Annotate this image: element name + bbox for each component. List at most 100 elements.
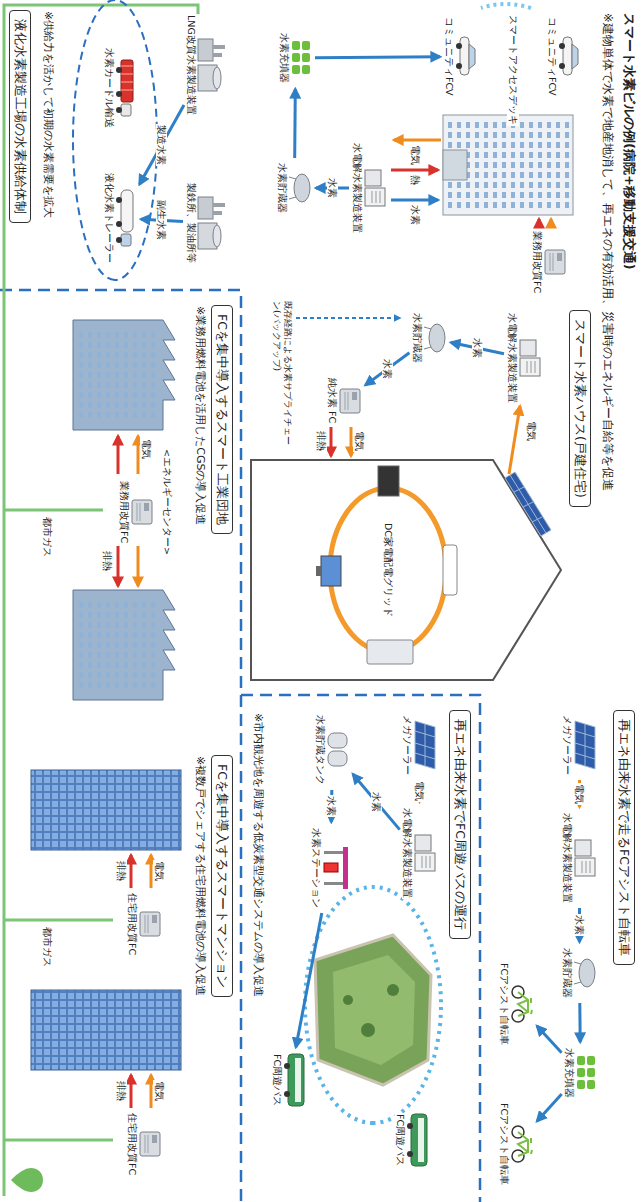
- drawing-line: [380, 191, 381, 203]
- drawing-ellipse: [213, 67, 221, 89]
- equipment-node: 水素カードル輸送: [103, 45, 138, 131]
- drawing-line: [289, 177, 296, 179]
- equipment-label: 水素充填器: [279, 32, 290, 84]
- equipment-node: 水素貯蔵器: [276, 160, 313, 216]
- drawing-path: [510, 475, 546, 533]
- equipment-node: コミュニティFCV: [443, 14, 478, 99]
- annotation-label: 電気: [525, 420, 537, 442]
- drawing-rect: [587, 1056, 595, 1065]
- bike-icon: [510, 982, 534, 1026]
- drawing-line: [137, 503, 138, 521]
- drawing-rect: [198, 39, 213, 61]
- equipment-label: 水素貯蔵タンク: [315, 714, 326, 786]
- annotation-label: 都市ガス: [41, 926, 53, 968]
- drawing-path: [130, 855, 133, 888]
- drawing-ellipse: [213, 225, 221, 247]
- drawing-path: [333, 955, 415, 1065]
- heading-text: FCを集中導入するスマート工業団地: [214, 313, 230, 526]
- flow-arrow: [578, 1003, 581, 1042]
- drawing-rect: [460, 37, 469, 75]
- drawing-rect: [575, 858, 595, 876]
- flow-arrow: [140, 105, 185, 184]
- flow-arrow: [537, 1026, 562, 1053]
- drawing-path: [391, 169, 438, 172]
- annotation-label: 排熱: [115, 860, 127, 882]
- annotation-label: 熱: [409, 174, 421, 186]
- drawing-circle: [559, 43, 565, 49]
- drawing-circle: [116, 67, 122, 73]
- drawing-path: [509, 406, 520, 474]
- drawing-path: [137, 546, 140, 586]
- drawing-rect: [79, 328, 155, 422]
- equipment-node: 水素充填器: [278, 30, 313, 86]
- drawing-line: [289, 197, 296, 199]
- equipment-node: FC周遊バス: [394, 1110, 431, 1170]
- equipment-label: LNG改質水素製造装置: [186, 14, 197, 116]
- equipment-label: 液化水素トレーラー: [104, 172, 115, 264]
- annotation-label: 電気: [409, 144, 421, 166]
- equipment-label: FC周遊バス: [395, 1113, 406, 1167]
- disp-icon: [290, 38, 312, 78]
- equipment-node: メガソーラー: [561, 712, 598, 778]
- drawing-rect: [31, 770, 181, 850]
- elec-icon: [573, 838, 597, 878]
- equipment-label: FCアシスト自転車: [499, 962, 510, 1046]
- drawing-polygon: [251, 460, 561, 680]
- drawing-rect: [575, 840, 591, 856]
- drawing-line: [148, 915, 149, 933]
- annotation-label: 電気: [153, 1080, 165, 1102]
- equipment-node: 水電解水素製造装置: [401, 805, 438, 901]
- edge-label: 水素: [574, 914, 585, 936]
- annotation-label: 既存経路による水素サプライチェーン(バックアップ): [271, 300, 293, 452]
- drawing-rect: [292, 65, 300, 74]
- drawing-rect: [418, 1118, 424, 1162]
- plant-icon: [197, 35, 227, 95]
- section-heading: 再エネ由来水素でFC周遊バスの運行: [449, 710, 471, 939]
- equipment-label: コミュニティFCV: [444, 16, 455, 97]
- fc-icon: [138, 1129, 162, 1159]
- drawing-circle: [116, 221, 122, 227]
- equipment-node: 住宅用改質FC: [126, 890, 163, 958]
- solar-icon: [573, 719, 597, 771]
- drawing-rect: [545, 250, 565, 274]
- drawing-rect: [520, 340, 536, 356]
- flow-arrow: [293, 89, 297, 158]
- drawing-path: [518, 1132, 532, 1156]
- fc-icon: [130, 497, 154, 527]
- drawing-rect: [121, 234, 131, 246]
- tank-icon: [573, 956, 597, 990]
- drawing-line: [140, 503, 141, 521]
- drawing-circle: [407, 1151, 413, 1157]
- drawing-rect: [577, 1080, 585, 1089]
- annotation-label: ※建物単体で水素で地産地消して、再エネの有効活用、災害時のエネルギー自給等を促進: [601, 12, 615, 492]
- flow-arrow: [537, 1094, 562, 1121]
- equipment-node: 純水素 FC: [326, 375, 363, 426]
- drawing-line: [148, 1135, 149, 1153]
- drawing-path: [538, 219, 541, 226]
- drawing-rect: [31, 990, 181, 1070]
- drawing-rect: [365, 170, 381, 186]
- drawing-path: [415, 724, 435, 766]
- drawing-rect: [213, 53, 222, 57]
- drawing-path: [330, 427, 333, 456]
- drawing-line: [553, 253, 554, 271]
- drawing-rect: [340, 389, 360, 413]
- fc-icon: [543, 247, 567, 277]
- equipment-label: メガソーラー: [562, 714, 573, 776]
- equipment-label: 水電解水素製造装置: [352, 142, 363, 234]
- drawing-rect: [352, 392, 357, 400]
- drawing-circle: [116, 91, 122, 97]
- drawing-rect: [302, 53, 310, 62]
- drawing-rect: [587, 1068, 595, 1077]
- edge-label: 水素: [327, 177, 338, 199]
- equipment-node: 業務用改質FC: [118, 478, 155, 546]
- drawing-rect: [324, 863, 338, 872]
- equipment-node: 水電解水素製造装置: [561, 810, 598, 906]
- edge-label: 電気: [574, 783, 585, 805]
- equipment-node: 業務用改質FC: [531, 228, 568, 296]
- annotation-label: 水素: [409, 204, 421, 226]
- car-icon: [455, 34, 477, 78]
- heading-text: スマート水素ハウス(戸建住宅): [572, 318, 588, 499]
- drawing-path: [315, 935, 431, 1085]
